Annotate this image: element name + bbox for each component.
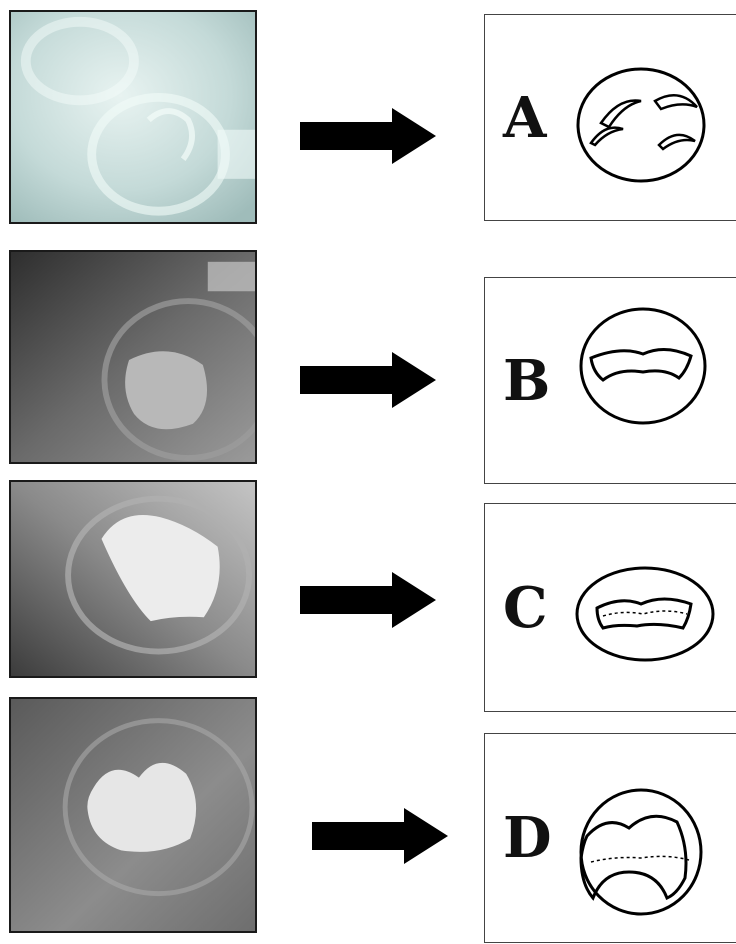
tooth-sketch-b bbox=[579, 307, 707, 425]
stage-label-c: C bbox=[503, 574, 548, 641]
stage-panel-b: B bbox=[484, 277, 736, 484]
tooth-sketch-d bbox=[579, 788, 703, 916]
stage-panel-c: C bbox=[484, 503, 736, 712]
stage-panel-a: A bbox=[484, 14, 736, 221]
stage-label-a: A bbox=[503, 84, 547, 151]
arrow-right-icon-a bbox=[300, 108, 436, 164]
xray-image-d bbox=[9, 697, 257, 933]
stage-label-d: D bbox=[503, 805, 552, 871]
arrow-right-icon-b bbox=[300, 352, 436, 408]
tooth-sketch-c bbox=[575, 566, 715, 662]
xray-image-a bbox=[9, 10, 257, 224]
arrow-right-icon-d bbox=[312, 808, 448, 864]
stage-label-b: B bbox=[503, 347, 551, 414]
stage-panel-d: D bbox=[484, 733, 736, 943]
xray-image-b bbox=[9, 250, 257, 464]
arrow-right-icon-c bbox=[300, 572, 436, 628]
tooth-sketch-a bbox=[576, 67, 706, 183]
xray-image-c bbox=[9, 480, 257, 678]
